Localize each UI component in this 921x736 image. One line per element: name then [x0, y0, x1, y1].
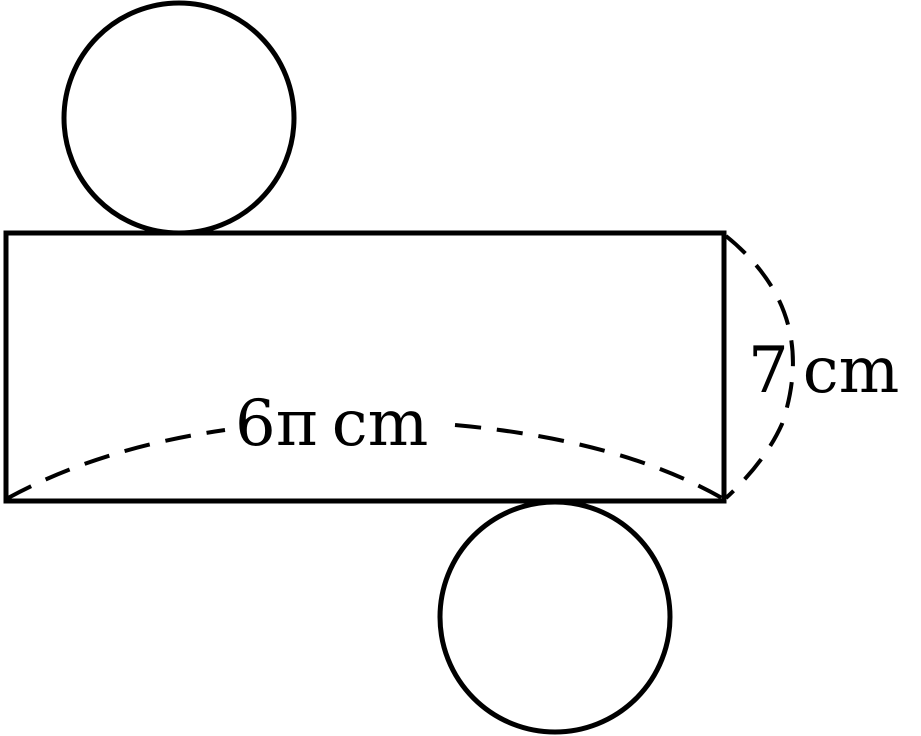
height-dimension-arc [724, 234, 795, 500]
length-dimension-arc-right [454, 423, 723, 500]
top-base-circle [61, 0, 297, 236]
length-unit: cm [332, 387, 429, 461]
bottom-base-circle [437, 499, 673, 735]
length-value: 6π [235, 387, 318, 461]
length-dimension-arc-left [7, 428, 226, 500]
lateral-surface-rectangle [3, 230, 727, 504]
height-value: 7 [748, 334, 789, 408]
height-unit: cm [803, 334, 900, 408]
